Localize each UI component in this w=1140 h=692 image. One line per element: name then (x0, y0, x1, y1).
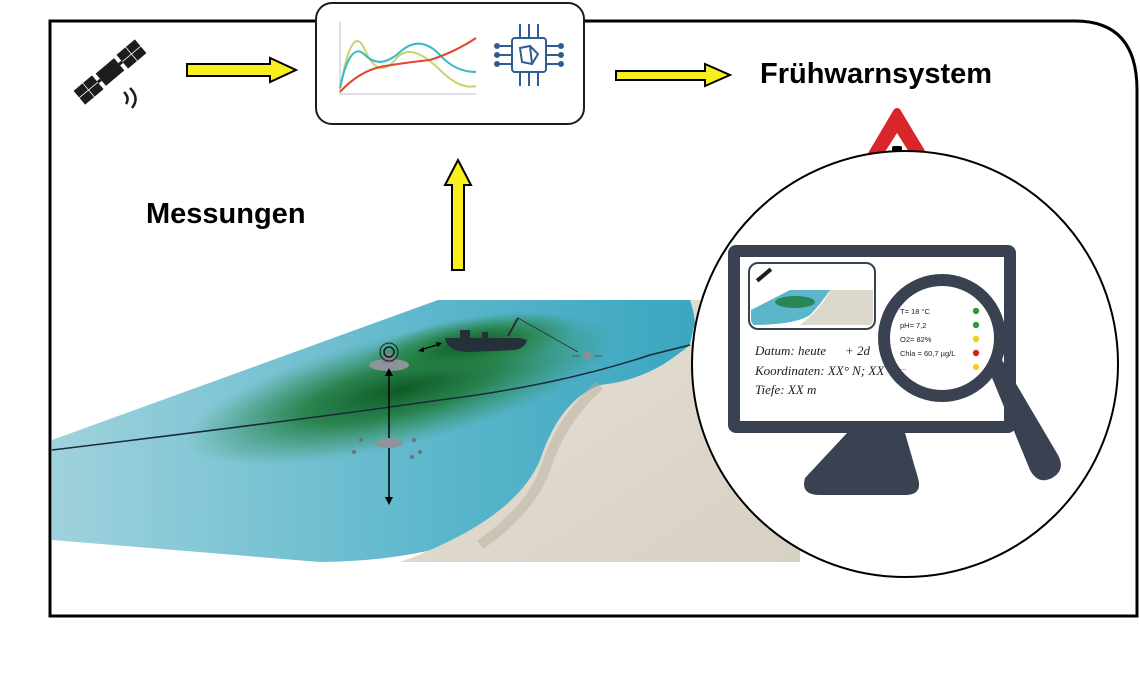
reading-status-dot (972, 349, 980, 357)
reading-status-dot (972, 363, 980, 371)
chart-icon (339, 22, 477, 95)
early-warning-label: Frühwarnsystem (760, 58, 993, 90)
measurements-label: Messungen (146, 198, 306, 230)
sensor-icon (352, 438, 422, 459)
reading-status-dot (972, 335, 980, 343)
info-line-2: Koordinaten: XX° N; XX °O (754, 363, 903, 378)
info-line-3: Tiefe: XX m (755, 382, 816, 397)
boat-buoy-link-arrow (418, 342, 442, 352)
reading-text: O2= 82% (900, 335, 932, 344)
reading-status-dot (972, 321, 980, 329)
water-scene (51, 300, 800, 562)
info-line-1-suffix: + 2d (845, 343, 871, 358)
boat-icon (445, 317, 579, 353)
reading-text: ... (900, 363, 906, 372)
reading-text: pH= 7,2 (900, 321, 926, 330)
reading-text: T= 18 °C (900, 307, 930, 316)
shoreline-line (51, 344, 691, 451)
satellite-icon (73, 39, 147, 105)
reading-status-dot (972, 307, 980, 315)
magnifier-icon (878, 274, 1061, 481)
info-line-1: Datum: heute (754, 343, 826, 358)
arrow-model-to-warning (615, 62, 733, 88)
readings-list: T= 18 °C pH= 7,2O2= 82% Chla = 60,7 µg/L..… (900, 307, 980, 372)
thumbnail-scene (751, 290, 873, 325)
mooring-arrow-up (385, 368, 393, 376)
thumbnail-satellite-icon (755, 267, 773, 283)
monitor-stand (804, 433, 920, 495)
main-frame (48, 19, 1139, 618)
arrow-satellite-to-model (186, 56, 299, 84)
mooring-arrow-down (385, 497, 393, 505)
ai-chip-icon (494, 24, 564, 86)
arrow-measurements-to-model (443, 157, 473, 271)
reading-text: Chla = 60,7 µg/L (900, 349, 955, 358)
sand-shadow (477, 381, 604, 550)
tow-sensor-icon (572, 351, 602, 359)
buoy-icon (369, 342, 409, 371)
signal-waves-icon (123, 87, 137, 109)
